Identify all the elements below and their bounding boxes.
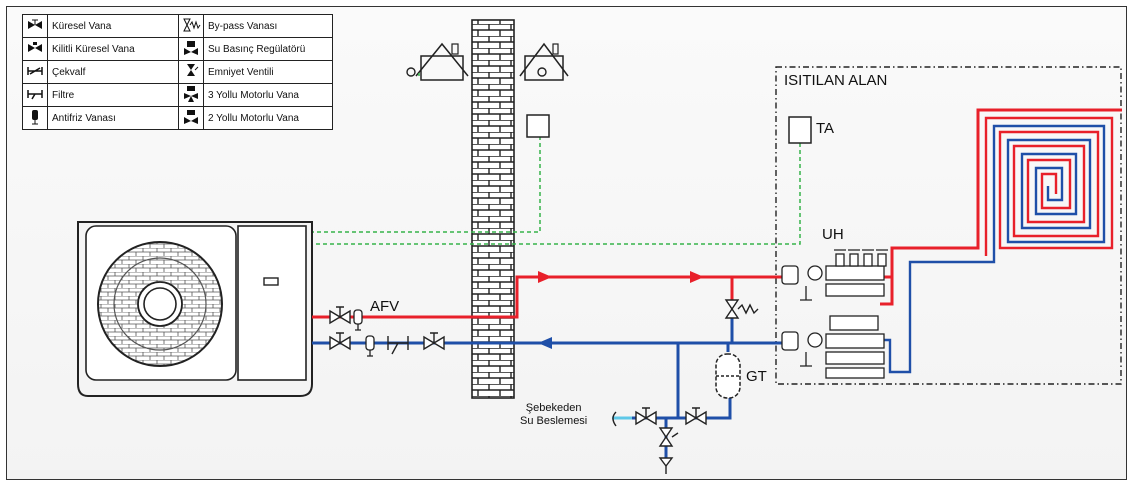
return-arrow bbox=[538, 337, 552, 349]
control-wiring bbox=[312, 73, 801, 245]
mains-supply-connector bbox=[612, 411, 617, 427]
legend-label: 2 Yollu Motorlu Vana bbox=[203, 106, 333, 130]
ball-valve-icon bbox=[685, 407, 707, 426]
three-way-motorized-valve-icon bbox=[178, 83, 204, 107]
mains-supply-line1: Şebekeden bbox=[525, 402, 582, 414]
mains-supply-line2: Su Beslemesi bbox=[520, 415, 588, 427]
legend-row: Antifriz Vanası 2 Yollu Motorlu Vana bbox=[22, 106, 333, 130]
legend-label: Filtre bbox=[47, 83, 179, 107]
manifold-supply bbox=[781, 249, 888, 301]
ball-valve-icon bbox=[22, 14, 48, 38]
legend-label: Kilitli Küresel Vana bbox=[47, 37, 179, 61]
legend-table: Küresel Vana By-pass Vanası Kilitli Küre… bbox=[22, 14, 333, 130]
antifreeze-valve-label: AFV bbox=[370, 298, 400, 315]
expansion-tank-label: GT bbox=[746, 368, 767, 385]
legend-row: Küresel Vana By-pass Vanası bbox=[22, 14, 333, 38]
antifreeze-valve-icon bbox=[365, 335, 375, 357]
legend-label: Antifriz Vanası bbox=[47, 106, 179, 130]
expansion-tank bbox=[715, 353, 741, 399]
brick-wall bbox=[471, 19, 515, 399]
legend-label: Küresel Vana bbox=[47, 14, 179, 38]
legend-row: Çekvalf Emniyet Ventili bbox=[22, 60, 333, 84]
legend-label: Emniyet Ventili bbox=[203, 60, 333, 84]
mains-supply-label: Şebekeden Su Beslemesi bbox=[520, 402, 587, 428]
check-valve-icon bbox=[22, 60, 48, 84]
manifold-return bbox=[781, 315, 885, 379]
floor-heating-loop bbox=[880, 116, 1114, 374]
ball-valve-icon bbox=[329, 332, 351, 351]
legend-label: Su Basınç Regülatörü bbox=[203, 37, 333, 61]
heat-pump-unit bbox=[77, 221, 313, 397]
indoor-thermostat-box bbox=[526, 114, 550, 138]
filter-icon bbox=[22, 83, 48, 107]
legend-row: Kilitli Küresel Vana Su Basınç Regülatör… bbox=[22, 37, 333, 61]
legend-label: 3 Yollu Motorlu Vana bbox=[203, 83, 333, 107]
bypass-valve-icon bbox=[724, 299, 759, 319]
antifreeze-valve-icon bbox=[22, 106, 48, 130]
legend-label: By-pass Vanası bbox=[203, 14, 333, 38]
bypass-valve-icon bbox=[178, 14, 204, 38]
legend-row: Filtre 3 Yollu Motorlu Vana bbox=[22, 83, 333, 107]
room-thermostat-ta bbox=[788, 116, 812, 144]
thermostat-ta-label: TA bbox=[816, 120, 835, 137]
outdoor-house-icon bbox=[406, 42, 469, 81]
manifold-uh-label: UH bbox=[822, 226, 844, 243]
supply-arrow bbox=[690, 271, 704, 283]
legend-label: Çekvalf bbox=[47, 60, 179, 84]
pressure-regulator-icon bbox=[178, 37, 204, 61]
safety-valve-icon bbox=[178, 60, 204, 84]
ball-valve-icon bbox=[423, 332, 445, 351]
two-way-motorized-valve-icon bbox=[178, 106, 204, 130]
heated-area-boundary bbox=[775, 66, 1122, 385]
safety-valve-icon bbox=[658, 427, 679, 474]
lockable-ball-valve-icon bbox=[22, 37, 48, 61]
indoor-house-icon bbox=[519, 42, 569, 81]
ball-valve-icon bbox=[635, 407, 657, 426]
heated-area-label: ISITILAN ALAN bbox=[784, 72, 888, 89]
ball-valve-icon bbox=[329, 306, 351, 325]
supply-arrow bbox=[538, 271, 552, 283]
antifreeze-valve-icon bbox=[353, 309, 363, 331]
filter-icon bbox=[387, 336, 409, 355]
supply-pipe bbox=[312, 108, 1122, 319]
